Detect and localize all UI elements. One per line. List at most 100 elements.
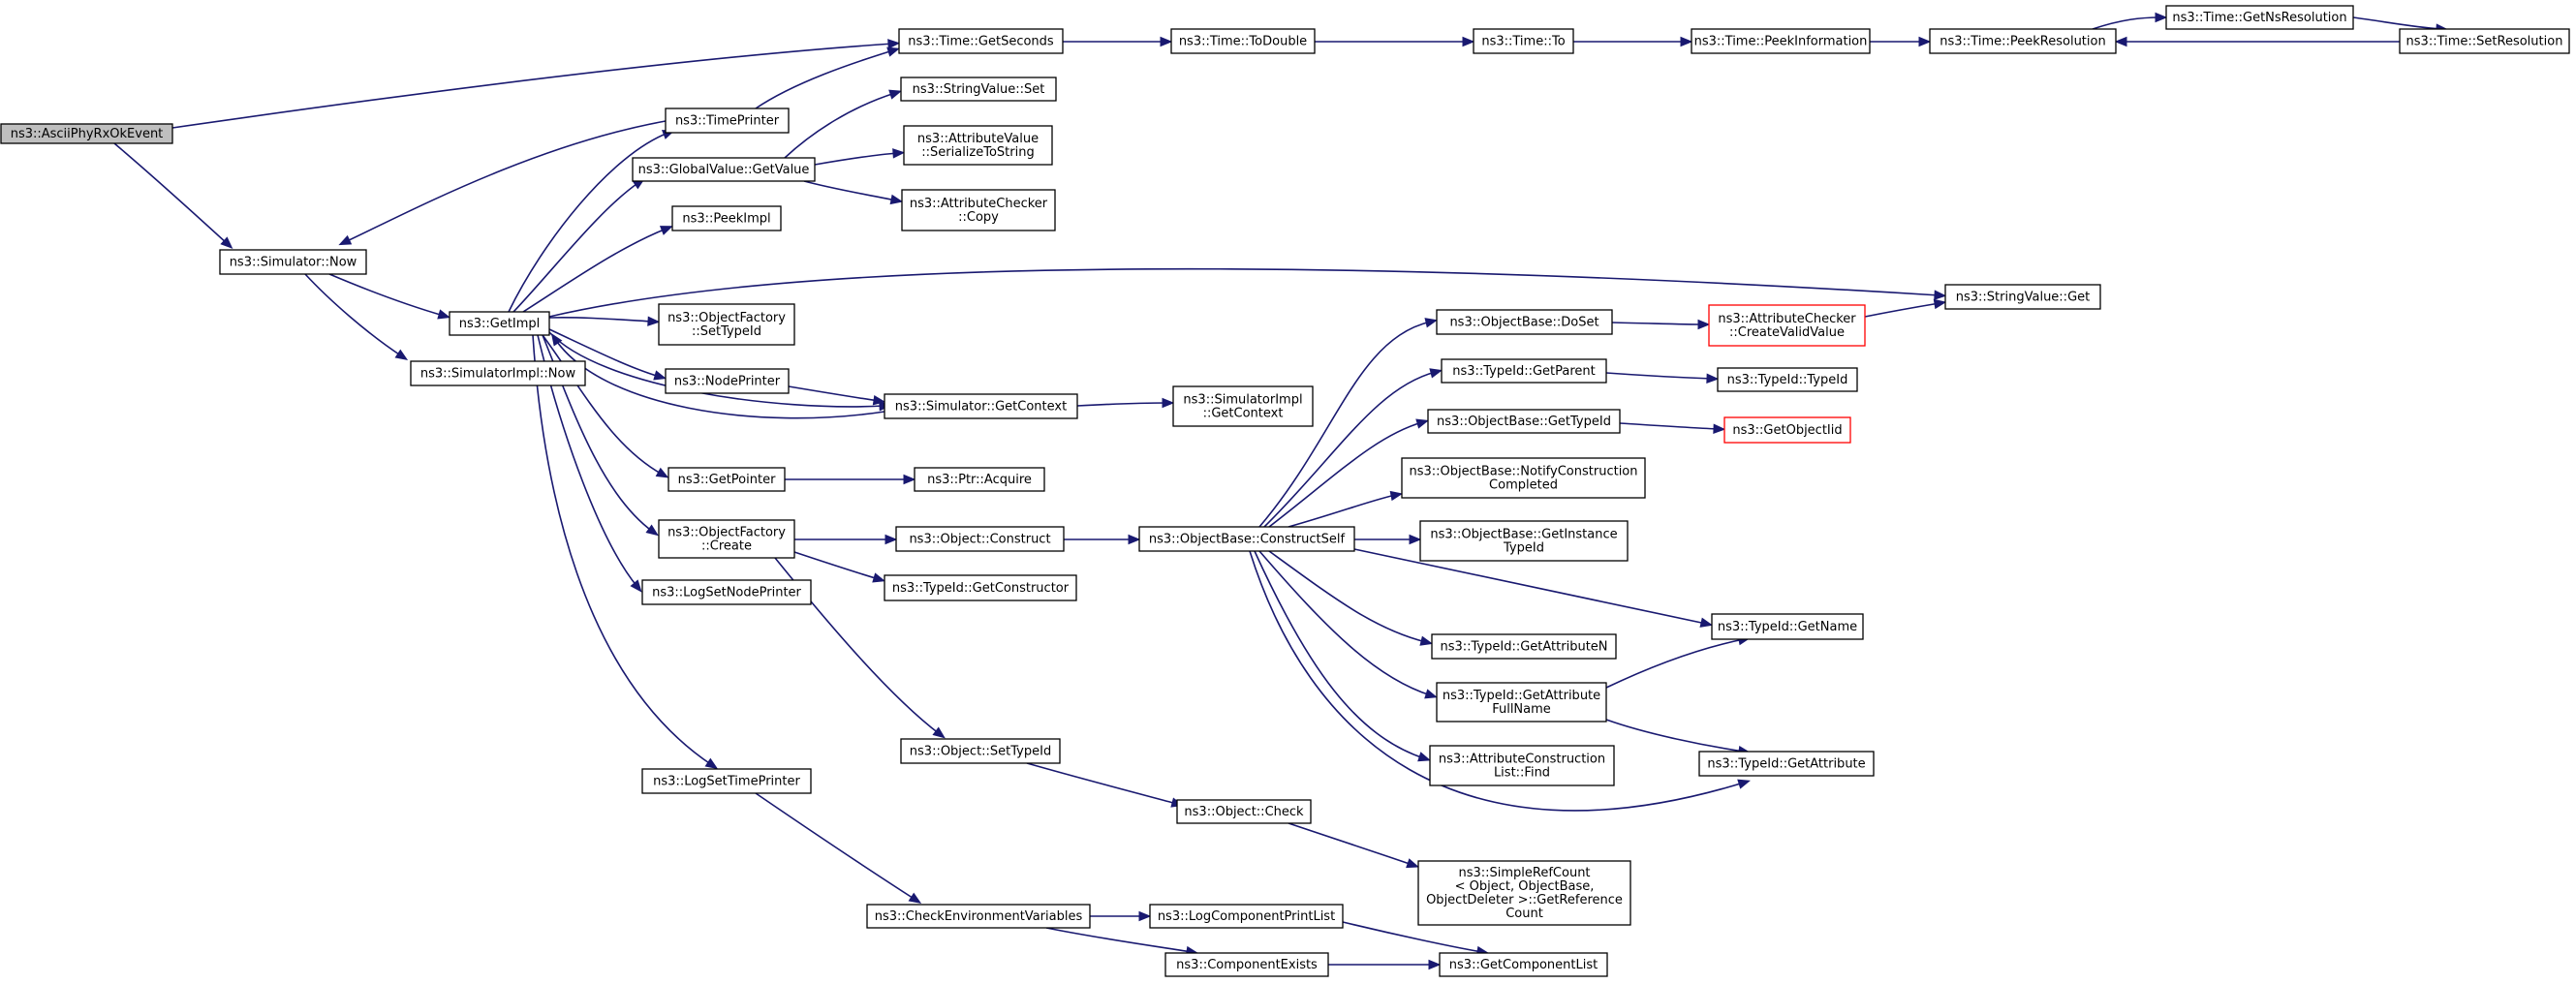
node-box[interactable] (1708, 304, 1866, 347)
graph-node[interactable]: ns3::ObjectFactory::Create (658, 519, 795, 559)
node-box[interactable] (901, 189, 1056, 231)
node-box[interactable] (1429, 745, 1615, 786)
graph-node[interactable]: ns3::Time::SetResolution (2399, 28, 2570, 54)
node-box[interactable] (895, 526, 1065, 552)
graph-node[interactable]: ns3::ComponentExists (1164, 952, 1329, 977)
node-box[interactable] (641, 579, 812, 605)
node-box[interactable] (665, 108, 790, 134)
node-box[interactable] (903, 125, 1053, 166)
node-box[interactable] (1427, 409, 1621, 434)
graph-node[interactable]: ns3::ObjectBase::NotifyConstructionCompl… (1401, 457, 1646, 499)
node-box[interactable] (1717, 367, 1858, 392)
graph-node[interactable]: ns3::SimulatorImpl::Now (410, 360, 586, 386)
node-box[interactable] (1439, 952, 1608, 977)
graph-node[interactable]: ns3::Time::PeekInformation (1691, 28, 1871, 54)
node-box[interactable] (1473, 28, 1574, 54)
node-box[interactable] (667, 467, 786, 492)
graph-node[interactable]: ns3::GetObjectIid (1723, 416, 1851, 444)
node-box[interactable] (866, 904, 1091, 929)
node-box[interactable] (1176, 799, 1312, 824)
node-box[interactable] (900, 738, 1061, 764)
node-box[interactable] (1431, 633, 1617, 660)
graph-node[interactable]: ns3::TypeId::GetAttributeN (1431, 633, 1617, 660)
node-box[interactable] (410, 360, 586, 386)
graph-node[interactable]: ns3::AttributeValue::SerializeToString (903, 125, 1053, 166)
graph-node[interactable]: ns3::SimulatorImpl::GetContext (1172, 385, 1314, 427)
graph-node[interactable]: ns3::LogComponentPrintList (1149, 904, 1344, 929)
graph-node[interactable]: ns3::ObjectBase::DoSet (1436, 309, 1613, 335)
graph-node[interactable]: ns3::GlobalValue::GetValue (632, 157, 816, 182)
graph-node[interactable]: ns3::TypeId::GetName (1711, 613, 1864, 640)
node-box[interactable] (1929, 28, 2117, 54)
graph-node[interactable]: ns3::NodePrinter (665, 368, 790, 394)
node-box[interactable] (1419, 520, 1629, 562)
graph-node[interactable]: ns3::LogSetNodePrinter (641, 579, 812, 605)
node-box[interactable] (665, 368, 790, 394)
node-box[interactable] (1138, 526, 1355, 552)
graph-node[interactable]: ns3::Object::Check (1176, 799, 1312, 824)
node-box[interactable] (1164, 952, 1329, 977)
graph-node[interactable]: ns3::PeekImpl (671, 205, 782, 231)
graph-node[interactable]: ns3::AsciiPhyRxOkEvent (0, 123, 173, 144)
graph-node[interactable]: ns3::ObjectBase::GetTypeId (1427, 409, 1621, 434)
node-box[interactable] (641, 768, 812, 794)
node-box[interactable] (1441, 358, 1607, 384)
node-box[interactable] (632, 157, 816, 182)
node-box[interactable] (1417, 860, 1631, 926)
graph-node[interactable]: ns3::Time::To (1473, 28, 1574, 54)
node-box[interactable] (2165, 5, 2354, 30)
graph-node[interactable]: ns3::TypeId::GetParent (1441, 358, 1607, 384)
graph-node[interactable]: ns3::TypeId::GetAttribute (1698, 751, 1875, 777)
node-box[interactable] (449, 311, 550, 336)
graph-node[interactable]: ns3::GetImpl (449, 311, 550, 336)
node-box[interactable] (914, 467, 1045, 492)
graph-node[interactable]: ns3::Simulator::GetContext (884, 393, 1078, 419)
node-box[interactable] (1691, 28, 1871, 54)
graph-node[interactable]: ns3::GetPointer (667, 467, 786, 492)
graph-node[interactable]: ns3::Time::ToDouble (1170, 28, 1316, 54)
graph-node[interactable]: ns3::Time::GetSeconds (898, 28, 1064, 54)
node-box[interactable] (658, 303, 795, 346)
node-box[interactable] (1149, 904, 1344, 929)
graph-node[interactable]: ns3::Simulator::Now (219, 249, 367, 275)
graph-node[interactable]: ns3::Time::GetNsResolution (2165, 5, 2354, 30)
node-box[interactable] (1170, 28, 1316, 54)
node-box[interactable] (1172, 385, 1314, 427)
graph-node[interactable]: ns3::ObjectBase::ConstructSelf (1138, 526, 1355, 552)
node-box[interactable] (658, 519, 795, 559)
graph-node[interactable]: ns3::Object::Construct (895, 526, 1065, 552)
node-box[interactable] (1698, 751, 1875, 777)
node-box[interactable] (1401, 457, 1646, 499)
node-box[interactable] (884, 393, 1078, 419)
node-box[interactable] (1944, 284, 2101, 310)
graph-node[interactable]: ns3::StringValue::Get (1944, 284, 2101, 310)
node-box[interactable] (1723, 416, 1851, 444)
graph-node[interactable]: ns3::SimpleRefCount< Object, ObjectBase,… (1417, 860, 1631, 926)
graph-node[interactable]: ns3::GetComponentList (1439, 952, 1608, 977)
node-box[interactable] (884, 574, 1077, 601)
node-box[interactable] (900, 77, 1057, 102)
node-box[interactable] (1436, 309, 1613, 335)
graph-node[interactable]: ns3::Object::SetTypeId (900, 738, 1061, 764)
node-box[interactable] (671, 205, 782, 231)
graph-node[interactable]: ns3::AttributeChecker::Copy (901, 189, 1056, 231)
node-box[interactable] (898, 28, 1064, 54)
node-box[interactable] (1436, 682, 1607, 723)
graph-node[interactable]: ns3::StringValue::Set (900, 77, 1057, 102)
node-box[interactable] (0, 123, 173, 144)
graph-node[interactable]: ns3::AttributeChecker::CreateValidValue (1708, 304, 1866, 347)
node-box[interactable] (1711, 613, 1864, 640)
graph-node[interactable]: ns3::CheckEnvironmentVariables (866, 904, 1091, 929)
graph-node[interactable]: ns3::LogSetTimePrinter (641, 768, 812, 794)
node-box[interactable] (219, 249, 367, 275)
graph-node[interactable]: ns3::TimePrinter (665, 108, 790, 134)
node-box[interactable] (2399, 28, 2570, 54)
graph-node[interactable]: ns3::Time::PeekResolution (1929, 28, 2117, 54)
graph-node[interactable]: ns3::ObjectFactory::SetTypeId (658, 303, 795, 346)
graph-node[interactable]: ns3::TypeId::GetConstructor (884, 574, 1077, 601)
graph-node[interactable]: ns3::TypeId::TypeId (1717, 367, 1858, 392)
graph-node[interactable]: ns3::Ptr::Acquire (914, 467, 1045, 492)
